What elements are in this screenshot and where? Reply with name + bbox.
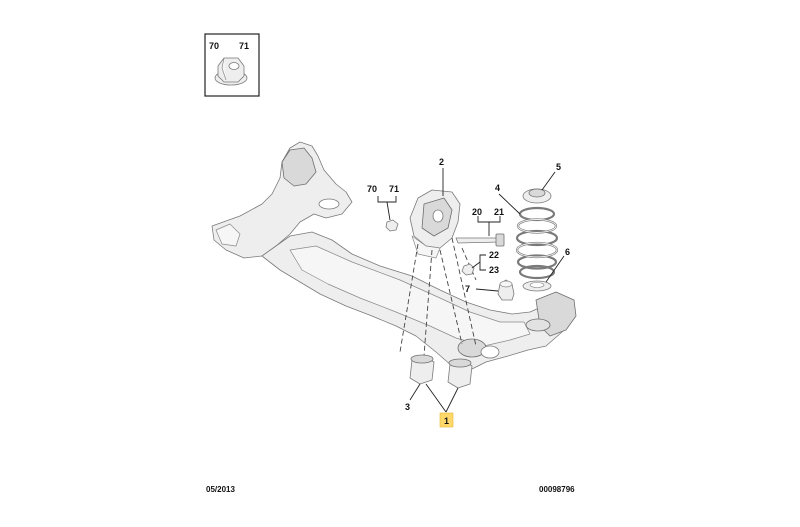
rear-axle-beam [211, 141, 577, 371]
bump-stop [497, 279, 515, 301]
callout-4[interactable]: 4 [495, 183, 500, 193]
callout-6[interactable]: 6 [565, 247, 570, 257]
lower-spring-seat [522, 280, 552, 292]
callout-23[interactable]: 23 [489, 265, 499, 275]
inset-label-70: 70 [209, 41, 219, 51]
dashed-guides [399, 237, 477, 357]
bushing-right [447, 358, 473, 389]
coil-spring [515, 206, 559, 280]
leader-lines [377, 168, 565, 413]
callout-3[interactable]: 3 [405, 402, 410, 412]
footer-date: 05/2013 [206, 485, 235, 494]
inset-label-71: 71 [239, 41, 249, 51]
footer-ref: 00098796 [539, 485, 575, 494]
callout-5[interactable]: 5 [556, 162, 561, 172]
flange-nut-icon [214, 57, 248, 86]
callout-21[interactable]: 21 [494, 207, 504, 217]
stub-axle-bracket [409, 189, 461, 259]
inset-box: 70 71 [204, 33, 260, 97]
callout-1[interactable]: 1 [444, 416, 449, 426]
callouts: 1 2 3 4 5 6 7 20 21 22 23 70 71 [367, 157, 570, 428]
upper-spring-seat [522, 188, 552, 204]
callout-2[interactable]: 2 [439, 157, 444, 167]
callout-70[interactable]: 70 [367, 184, 377, 194]
callout-7[interactable]: 7 [465, 284, 470, 294]
bolt-20-21 [455, 233, 505, 247]
callout-22[interactable]: 22 [489, 250, 499, 260]
nut-22-23 [461, 263, 475, 276]
callout-71[interactable]: 71 [389, 184, 399, 194]
callout-1-highlight [439, 412, 454, 428]
nut-70-71 [385, 219, 399, 232]
bushing-left [409, 354, 435, 385]
callout-20[interactable]: 20 [472, 207, 482, 217]
